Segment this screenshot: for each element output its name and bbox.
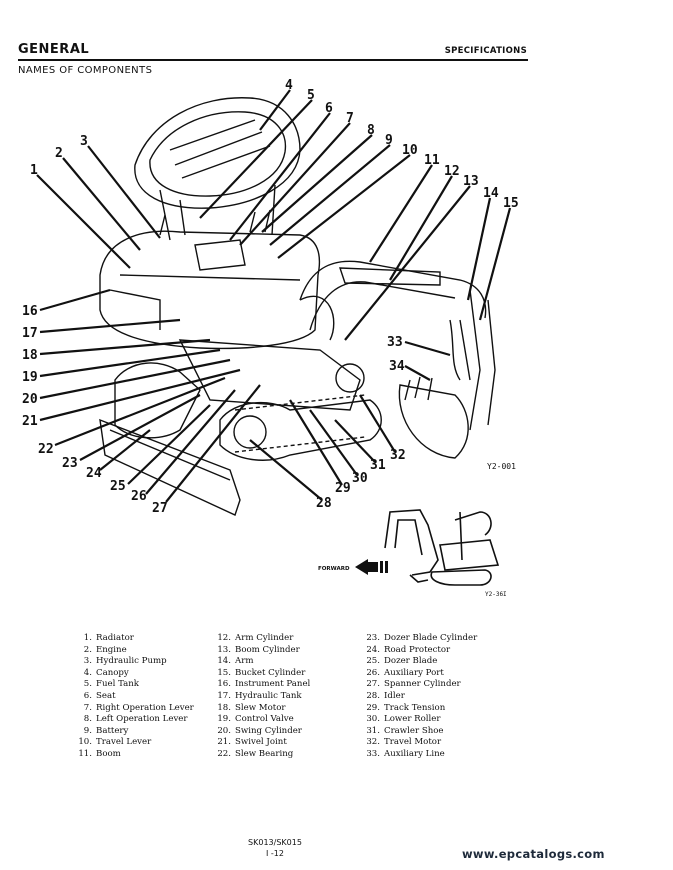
callout-2: 2 bbox=[55, 146, 63, 161]
legend-item: 6.Seat bbox=[83, 690, 116, 701]
legend-item: 20.Swing Cylinder bbox=[217, 725, 302, 736]
callout-6: 6 bbox=[325, 101, 333, 116]
legend-item: 15.Bucket Cylinder bbox=[217, 667, 306, 678]
legend-item: 11.Boom bbox=[78, 748, 121, 759]
callout-18: 18 bbox=[22, 348, 38, 363]
page-title: NAMES OF COMPONENTS bbox=[18, 65, 153, 76]
figure-label: Y2-001 bbox=[487, 462, 516, 471]
callout-leaders bbox=[36, 89, 512, 503]
direction-inset bbox=[384, 509, 500, 586]
callout-8: 8 bbox=[367, 123, 375, 138]
callout-33: 33 bbox=[387, 335, 403, 350]
callout-14: 14 bbox=[483, 186, 499, 201]
legend-item: 22.Slew Bearing bbox=[217, 748, 294, 759]
legend-item: 1.Radiator bbox=[83, 633, 134, 643]
callout-15: 15 bbox=[503, 196, 519, 211]
callout-20: 20 bbox=[22, 392, 38, 407]
callout-28: 28 bbox=[316, 496, 332, 511]
callout-17: 17 bbox=[22, 326, 38, 341]
legend-item: 26.Auxiliary Port bbox=[366, 667, 444, 678]
legend-item: 17.Hydraulic Tank bbox=[217, 690, 302, 701]
legend-item: 30.Lower Roller bbox=[366, 714, 441, 725]
legend-item: 12.Arm Cylinder bbox=[217, 633, 294, 643]
legend-item: 10.Travel Lever bbox=[78, 737, 152, 748]
legend-item: 28.Idler bbox=[366, 690, 405, 701]
legend-item: 8.Left Operation Lever bbox=[83, 714, 188, 725]
legend-item: 5.Fuel Tank bbox=[83, 679, 139, 690]
callout-10: 10 bbox=[402, 143, 418, 158]
category-title: SPECIFICATIONS bbox=[444, 46, 527, 56]
legend-item: 24.Road Protector bbox=[366, 644, 451, 655]
legend-item: 23.Dozer Blade Cylinder bbox=[366, 633, 478, 643]
callout-1: 1 bbox=[30, 163, 38, 178]
legend-item: 13.Boom Cylinder bbox=[217, 644, 300, 655]
legend-item: 16.Instrument Panel bbox=[217, 679, 311, 690]
legend-item: 2.Engine bbox=[83, 644, 127, 655]
legend-item: 7.Right Operation Lever bbox=[83, 702, 194, 713]
callout-24: 24 bbox=[86, 466, 102, 481]
forward-label: FORWARD bbox=[318, 566, 350, 572]
callout-3: 3 bbox=[80, 134, 88, 149]
callout-32: 32 bbox=[390, 448, 406, 463]
watermark: www.epcatalogs.com bbox=[462, 847, 605, 861]
callout-31: 31 bbox=[370, 458, 386, 473]
excavator-diagram: 1 2 3 4 5 6 7 8 9 10 11 12 13 14 15 16 1… bbox=[22, 78, 519, 598]
legend-item: 19.Control Valve bbox=[217, 714, 294, 725]
section-title: GENERAL bbox=[18, 42, 90, 57]
legend-item: 25.Dozer Blade bbox=[366, 656, 438, 667]
legend-column-2: 12.Arm Cylinder 13.Boom Cylinder 14.Arm … bbox=[209, 633, 310, 761]
legend-item: 31.Crawler Shoe bbox=[366, 725, 444, 736]
callout-5: 5 bbox=[307, 88, 315, 103]
legend-item: 32.Travel Motor bbox=[366, 737, 442, 748]
legend-item: 9.Battery bbox=[83, 725, 129, 736]
legend-item: 3.Hydraulic Pump bbox=[83, 656, 167, 667]
callout-11: 11 bbox=[424, 153, 440, 168]
inset-label: Y2-36I bbox=[485, 591, 507, 598]
callout-27: 27 bbox=[152, 501, 168, 516]
callout-9: 9 bbox=[385, 133, 393, 148]
callout-29: 29 bbox=[335, 481, 351, 496]
legend-item: 29.Track Tension bbox=[366, 702, 446, 713]
callout-34: 34 bbox=[389, 359, 405, 374]
legend-item: 14.Arm bbox=[217, 656, 254, 667]
footer-model: SK013/SK015 bbox=[248, 838, 302, 847]
legend-item: 33.Auxiliary Line bbox=[366, 748, 445, 759]
callout-19: 19 bbox=[22, 370, 38, 385]
callout-16: 16 bbox=[22, 304, 38, 319]
callout-25: 25 bbox=[110, 479, 126, 494]
callout-23: 23 bbox=[62, 456, 78, 471]
legend-item: 18.Slew Motor bbox=[217, 702, 286, 713]
callout-26: 26 bbox=[131, 489, 147, 504]
machine-outline bbox=[99, 97, 496, 516]
header-divider bbox=[18, 59, 528, 61]
forward-arrow bbox=[355, 559, 388, 575]
legend-column-3: 23.Dozer Blade Cylinder 24.Road Protecto… bbox=[358, 633, 477, 761]
callout-21: 21 bbox=[22, 414, 38, 429]
legend-item: 21.Swivel Joint bbox=[217, 737, 287, 748]
legend-column-1: 1.Radiator 2.Engine 3.Hydraulic Pump 4.C… bbox=[70, 633, 194, 761]
callout-22: 22 bbox=[38, 442, 54, 457]
callout-12: 12 bbox=[444, 164, 460, 179]
callout-13: 13 bbox=[463, 174, 479, 189]
callout-4: 4 bbox=[285, 78, 293, 93]
legend-item: 27.Spanner Cylinder bbox=[366, 679, 461, 690]
callout-7: 7 bbox=[346, 111, 354, 126]
footer-page-number: I -12 bbox=[266, 849, 284, 858]
legend-item: 4.Canopy bbox=[83, 667, 129, 678]
callout-30: 30 bbox=[352, 471, 368, 486]
